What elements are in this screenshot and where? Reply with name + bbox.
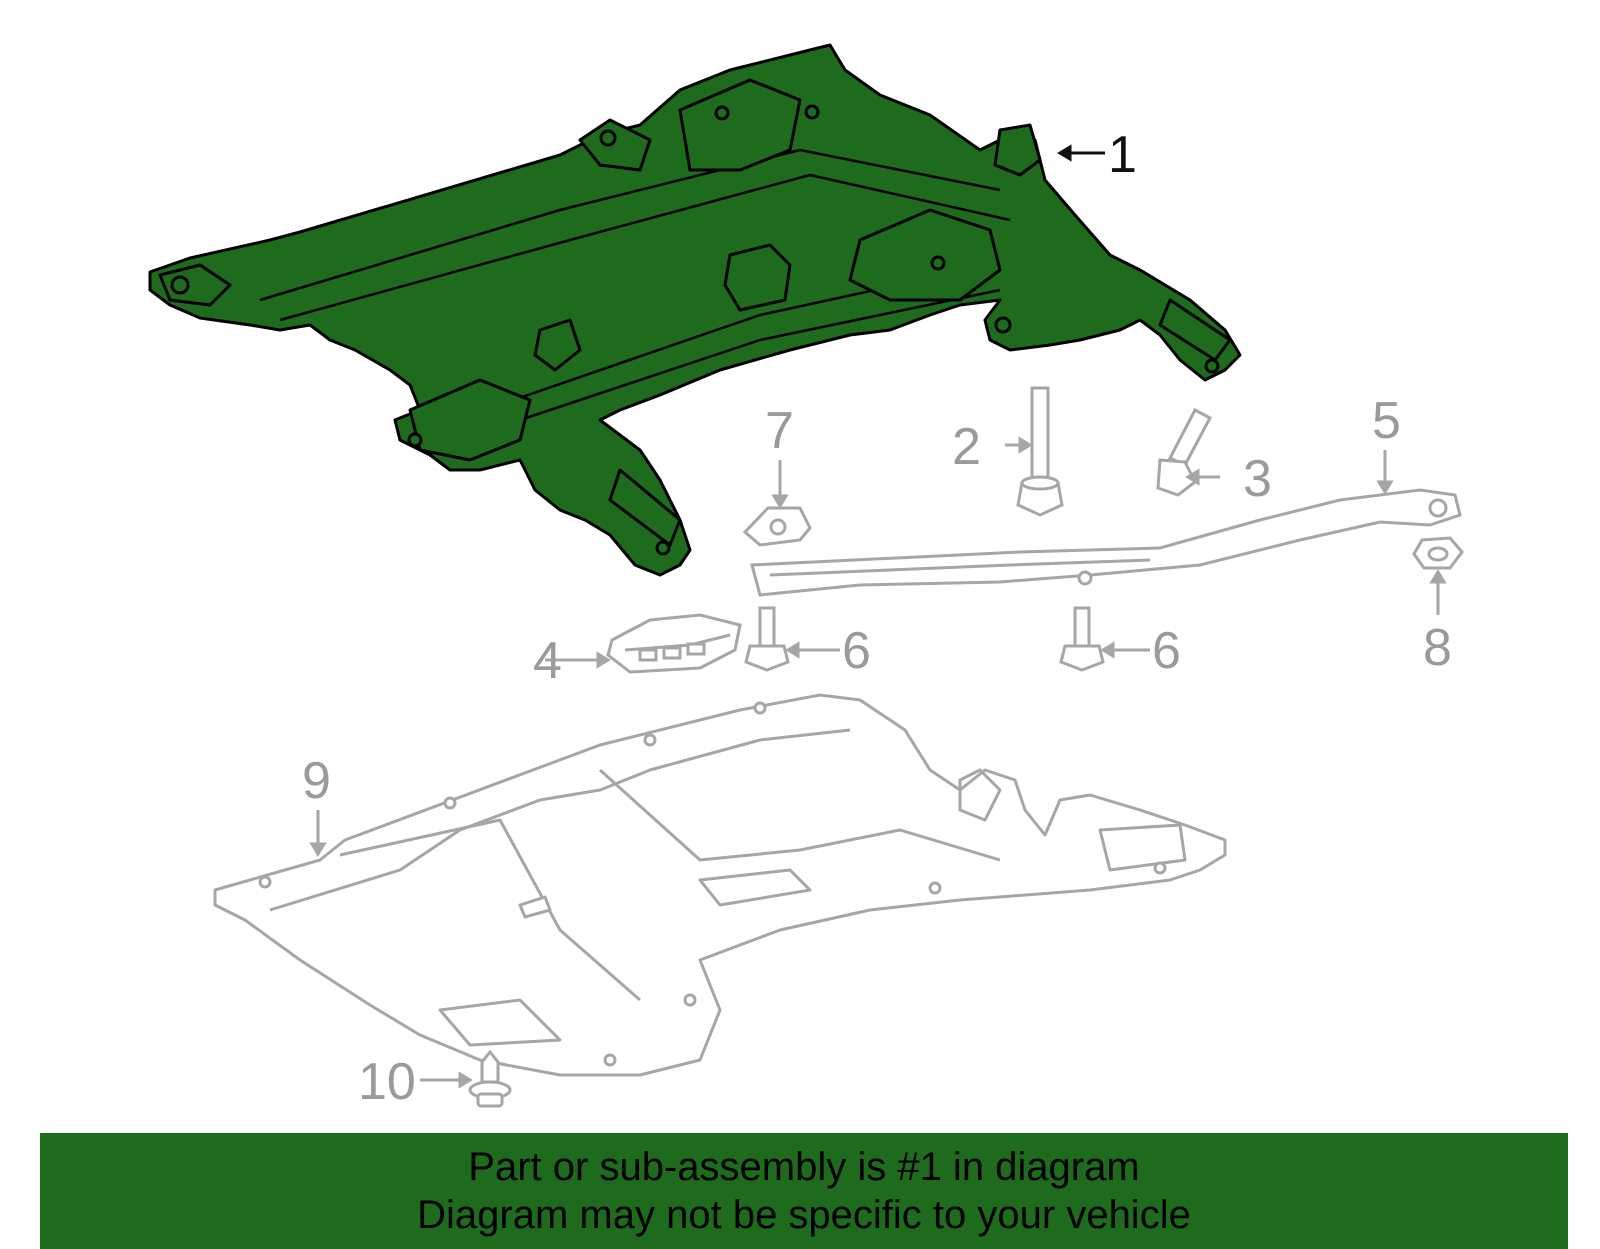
callout-2: 2: [952, 418, 981, 476]
banner-line-2: Diagram may not be specific to your vehi…: [417, 1193, 1191, 1237]
info-banner: Part or sub-assembly is #1 in diagram Di…: [40, 1133, 1568, 1249]
callout-5: 5: [1372, 392, 1401, 450]
bolt-part-6a[interactable]: [744, 606, 790, 672]
block-part-4[interactable]: [606, 613, 742, 674]
leader-arrows: [309, 436, 1447, 1089]
callout-6b: 6: [1152, 622, 1181, 680]
parts-diagram: 1 2 3 4 5 6 6 7 8 9 10: [148, 43, 1464, 1111]
bolt-part-2[interactable]: [1016, 386, 1064, 517]
bolt-part-6b[interactable]: [1059, 606, 1105, 672]
callout-9: 9: [302, 752, 331, 810]
callout-3: 3: [1243, 450, 1272, 508]
callout-10: 10: [358, 1053, 416, 1111]
bolt-part-3[interactable]: [1156, 407, 1213, 497]
clip-part-10[interactable]: [468, 1049, 512, 1108]
brace-part-5[interactable]: [750, 488, 1462, 597]
callout-6a: 6: [842, 622, 871, 680]
callout-1: 1: [1108, 126, 1137, 184]
callout-8: 8: [1423, 619, 1452, 677]
callout-4: 4: [533, 632, 562, 690]
leader-arrow-1: [1057, 144, 1105, 162]
shield-part-9[interactable]: [213, 693, 1227, 1077]
subframe-part-1[interactable]: [148, 43, 1242, 577]
bracket-part-7[interactable]: [742, 506, 812, 547]
callout-7: 7: [765, 402, 794, 460]
nut-part-8[interactable]: [1412, 536, 1464, 570]
banner-line-1: Part or sub-assembly is #1 in diagram: [468, 1145, 1140, 1189]
